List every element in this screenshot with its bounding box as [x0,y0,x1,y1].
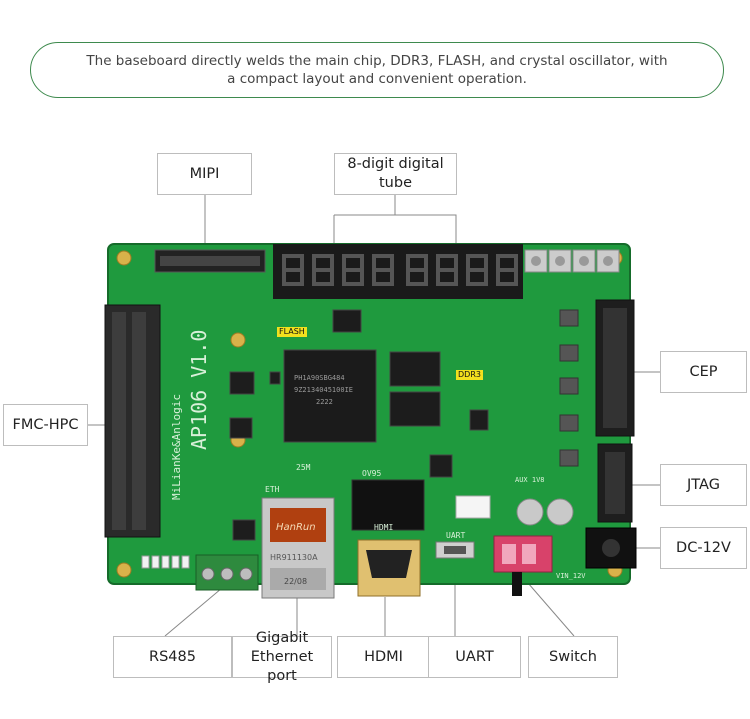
fpga-marking: PH1A90SBG484 9Z2134045100IE 2222 [294,374,353,406]
silkscreen: AP106 V1.0 MiLianKe&Anlogic ETH OV95 HDM… [170,330,586,580]
ddr3-chip-2 [389,391,441,427]
label-jtag: JTAG [660,464,747,506]
svg-text:HanRun: HanRun [276,522,316,533]
leader-lines [88,195,660,637]
digit-segments [282,254,518,286]
inductors [559,309,579,467]
led-row [141,555,190,569]
label-rs485: RS485 [113,636,232,678]
svg-text:2222: 2222 [316,398,333,406]
label-fmc-hpc: FMC-HPC [3,404,88,446]
label-hdmi: HDMI [337,636,430,678]
svg-text:ETH: ETH [265,485,280,494]
svg-text:HDMI: HDMI [374,523,393,532]
svg-text:MiLianKe&Anlogic: MiLianKe&Anlogic [170,394,183,500]
ddr3-chip-1 [389,351,441,387]
label-uart: UART [428,636,521,678]
label-ethernet: Gigabit Ethernet port [232,630,332,684]
ddr3-tag: DDR3 [456,370,483,380]
push-buttons [524,249,620,273]
small-ics [229,371,489,541]
rj45-marking: HanRun HR911130A 22/08 [270,522,318,586]
label-dc-12v: DC-12V [660,527,747,569]
svg-text:PH1A90SBG484: PH1A90SBG484 [294,374,345,382]
label-mipi: MIPI [157,153,252,195]
svg-text:AUX 1V8: AUX 1V8 [515,476,545,484]
label-digital-tube: 8-digit digital tube [334,153,457,195]
capacitors [516,498,574,526]
svg-text:VIN_12V: VIN_12V [556,572,586,580]
svg-text:HR911130A: HR911130A [270,553,318,562]
flash-tag: FLASH [277,327,307,337]
svg-text:AP106 V1.0: AP106 V1.0 [187,330,211,450]
label-switch: Switch [528,636,618,678]
svg-text:9Z2134045100IE: 9Z2134045100IE [294,386,353,394]
white-connector [455,495,491,519]
flash-chip [332,309,362,333]
description-banner: The baseboard directly welds the main ch… [30,42,724,98]
label-cep: CEP [660,351,747,393]
banner-text: The baseboard directly welds the main ch… [86,53,668,87]
svg-text:25M: 25M [296,463,311,472]
svg-text:22/08: 22/08 [284,577,307,586]
fpga-chip [283,349,377,443]
svg-text:OV95: OV95 [362,469,381,478]
svg-text:UART: UART [446,531,465,540]
